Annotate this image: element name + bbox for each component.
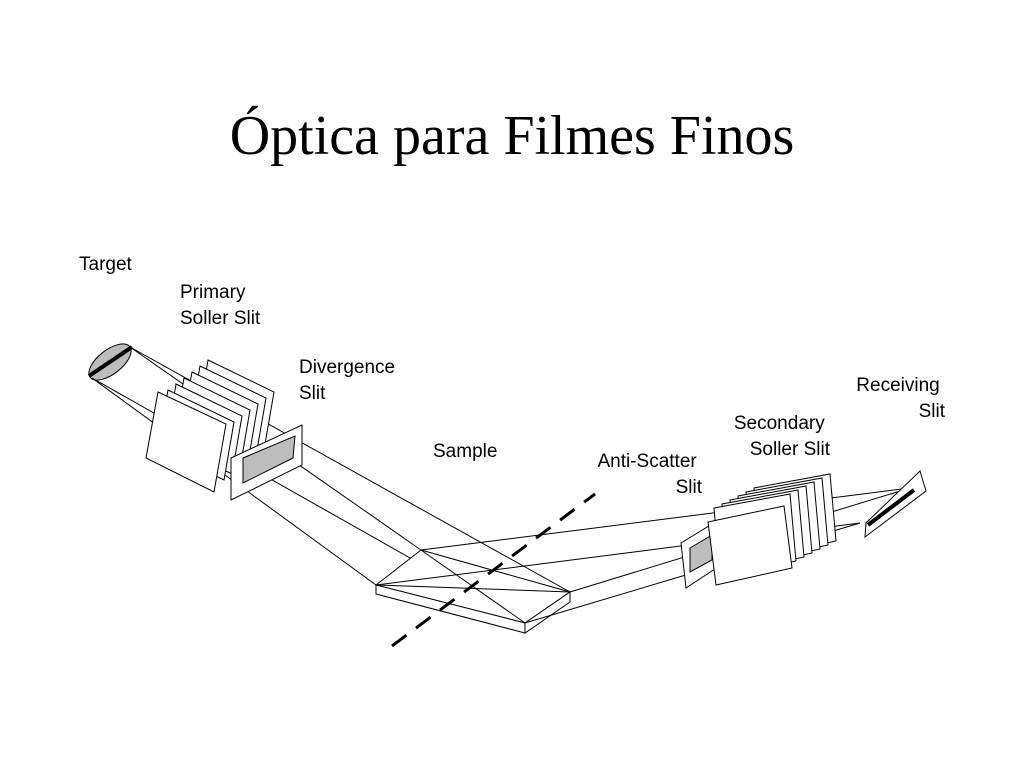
label-receiving-slit-line2: Slit	[919, 401, 946, 422]
label-receiving-slit-line1: Receiving	[856, 375, 939, 396]
label-divergence-slit: Divergence Slit	[299, 357, 400, 404]
label-anti-scatter-slit: Anti-Scatter Slit	[597, 451, 702, 498]
label-primary-soller-slit: Primary Soller Slit	[180, 282, 261, 329]
label-secondary-soller-slit: Secondary Soller Slit	[734, 413, 831, 460]
label-sample: Sample	[433, 441, 497, 462]
label-receiving-slit: Receiving Slit	[856, 375, 945, 422]
label-target: Target	[79, 254, 133, 275]
label-primary-soller-slit-line2: Soller Slit	[180, 308, 261, 329]
sample-slab	[374, 549, 572, 634]
label-divergence-slit-line2: Slit	[299, 383, 326, 404]
receiving-slit	[864, 470, 927, 539]
label-anti-scatter-slit-line2: Slit	[676, 477, 703, 498]
label-divergence-slit-line1: Divergence	[299, 357, 395, 378]
slide-title: Óptica para Filmes Finos	[229, 105, 795, 167]
target-source	[87, 343, 134, 381]
label-secondary-soller-slit-line2: Soller Slit	[750, 439, 831, 460]
label-secondary-soller-slit-line1: Secondary	[734, 413, 825, 434]
label-primary-soller-slit-line1: Primary	[180, 282, 246, 303]
label-anti-scatter-slit-line1: Anti-Scatter	[597, 451, 697, 472]
secondary-soller-slit	[707, 473, 837, 586]
primary-soller-slit	[145, 359, 275, 493]
divergence-slit	[230, 424, 303, 501]
